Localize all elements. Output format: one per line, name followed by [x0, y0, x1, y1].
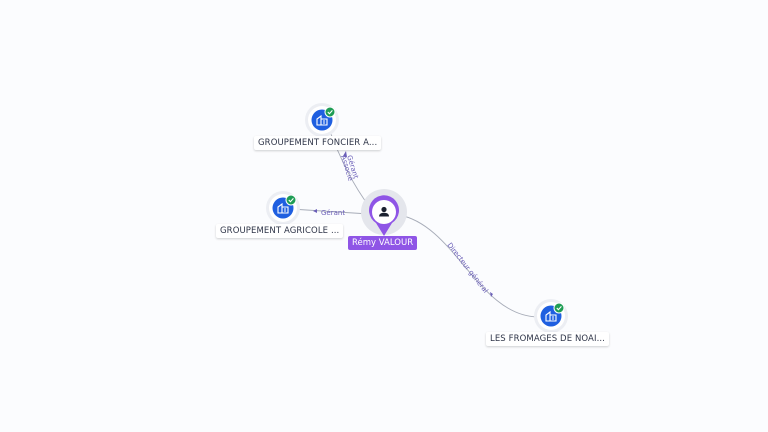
user-icon	[379, 206, 389, 217]
verified-badge-icon	[553, 302, 565, 314]
building-icon	[545, 310, 557, 322]
company-node-c3[interactable]	[534, 299, 568, 333]
company-node-c2[interactable]	[266, 191, 300, 225]
verified-badge-icon	[285, 194, 297, 206]
edge-arrow-c2	[313, 209, 317, 213]
company-label-c2[interactable]: GROUPEMENT AGRICOLE ...	[216, 224, 344, 238]
company-node-c1[interactable]	[305, 103, 339, 137]
edge-to-c3	[398, 214, 538, 318]
verified-badge-icon	[324, 106, 336, 118]
edge-label-c2-gerant: Gérant	[321, 209, 345, 217]
person-node[interactable]	[361, 189, 407, 236]
edge-arrow-c3	[490, 292, 493, 297]
company-label-c3[interactable]: LES FROMAGES DE NOAI...	[486, 332, 609, 346]
edge-label-c3-directeur: Directeur général	[445, 241, 489, 294]
company-label-c1[interactable]: GROUPEMENT FONCIER A...	[254, 136, 382, 150]
building-icon	[277, 202, 289, 214]
person-label[interactable]: Rémy VALOUR	[348, 236, 418, 250]
edge-arrow-c1	[343, 151, 347, 157]
edge-to-c2	[290, 208, 370, 215]
building-icon	[316, 114, 328, 126]
